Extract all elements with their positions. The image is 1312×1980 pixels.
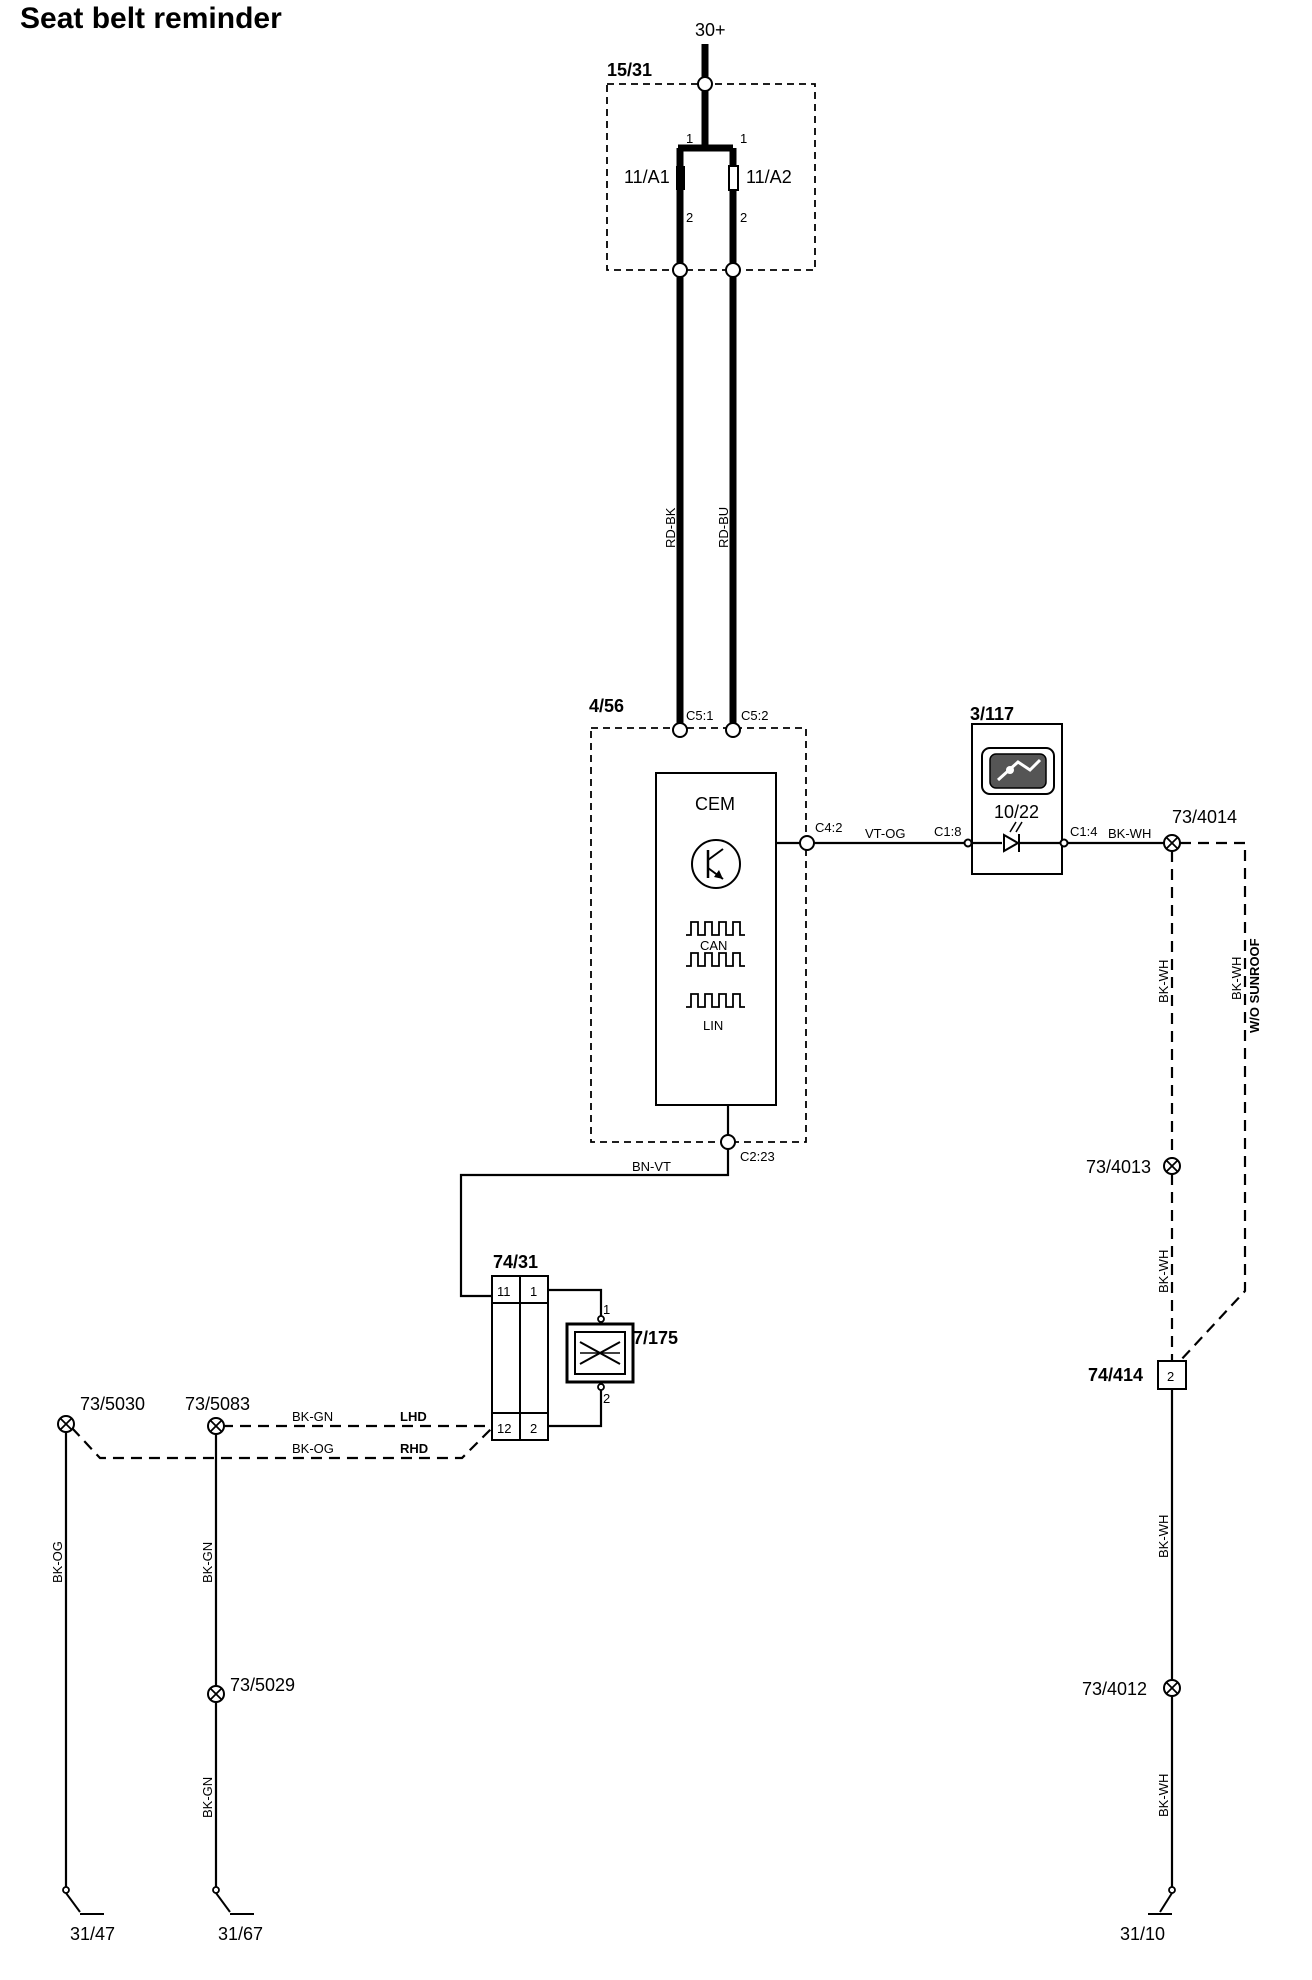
cem-module [655,772,777,1106]
fuse-a1-pin2: 2 [686,210,693,225]
seat-sensor-icon [565,1322,635,1384]
sensor-pin2: 2 [603,1391,610,1406]
indicator-label: 10/22 [994,802,1039,822]
can-wave-icon [686,921,745,967]
connector-pin-2: 2 [530,1421,537,1436]
lin-label: LIN [703,1018,723,1033]
splice-73-4014 [1163,834,1181,852]
led-icon [972,821,1062,853]
switch-c1-8-node [963,838,973,848]
splice-73-5029-label: 73/5029 [230,1675,295,1695]
connector-74-31-label: 74/31 [493,1252,538,1272]
sensor-pin2-wire [548,1390,603,1428]
wire-bk-wh-5-label: BK-WH [1156,1774,1171,1817]
transistor-icon [691,839,741,889]
page-title: Seat belt reminder [20,2,282,35]
pin-c5-2: C5:2 [741,708,768,723]
fuse-box-label: 15/31 [607,60,652,80]
wire-bn-vt [459,1149,730,1298]
pin-c5-1: C5:1 [686,708,713,723]
fuse-a1-label: 11/A1 [624,167,670,187]
fuse-a1-pin1: 1 [686,131,693,146]
switch-box-label: 3/117 [970,704,1014,724]
splice-73-5030 [57,1415,75,1433]
connector-pin-11: 11 [497,1284,511,1299]
fuse-box-input-node [697,76,713,92]
seat-belt-indicator-icon [981,747,1055,795]
pin-c4-2: C4:2 [815,820,842,835]
ground-31-47-label: 31/47 [70,1924,115,1944]
pin-c2-23: C2:23 [740,1149,775,1164]
wire-bk-og-rhd [71,1427,493,1460]
wire-bk-og-rhd-label: BK-OG [292,1441,334,1456]
switch-module [971,723,1063,875]
wo-sunroof-label: W/O SUNROOF [1247,938,1262,1033]
sensor-pin1: 1 [603,1302,610,1317]
sensor-pin1-node [597,1315,605,1323]
wire-bk-og-left-label: BK-OG [50,1541,65,1583]
ground-31-67-icon [212,1886,254,1915]
wire-bk-gn-1-label: BK-GN [200,1542,215,1583]
splice-73-5029 [207,1685,225,1703]
lhd-label: LHD [400,1409,427,1424]
wire-bk-wh-4-label: BK-WH [1156,1515,1171,1558]
connector-pin-1: 1 [530,1284,537,1299]
switch-c1-4-node [1059,838,1069,848]
wire-bk-gn-2-label: BK-GN [200,1777,215,1818]
wire-bk-gn-lhd-label: BK-GN [292,1409,333,1424]
connector-74-414-label: 74/414 [1088,1365,1143,1385]
ground-31-67-label: 31/67 [218,1924,263,1944]
wire-bk-wh-sunroof [1179,841,1247,1362]
splice-73-4013 [1163,1157,1181,1175]
fuse-a2-output-node [725,262,741,278]
sensor-label: 7/175 [633,1328,678,1348]
splice-73-4012 [1163,1679,1181,1697]
wire-bk-wh-2-label: BK-WH [1156,960,1171,1003]
fuse-a1-element [676,166,685,190]
pin-c1-4: C1:4 [1070,824,1097,839]
wire-bn-vt-label: BN-VT [632,1159,671,1174]
pin-c1-8: C1:8 [934,824,961,839]
fuse-box-outline [606,83,816,271]
ground-31-10-label: 31/10 [1120,1924,1165,1944]
wire-vt-og-label: VT-OG [865,826,905,841]
wire-bk-wh-3-label: BK-WH [1156,1250,1171,1293]
rhd-label: RHD [400,1441,428,1456]
cem-label: CEM [695,794,735,814]
wire-bk-wh-1-label: BK-WH [1108,826,1151,841]
cem-c5-1-node [672,722,688,738]
cem-c5-2-node [725,722,741,738]
splice-73-4013-label: 73/4013 [1086,1157,1151,1177]
fuse-a2-pin2: 2 [740,210,747,225]
splice-73-5083-label: 73/5083 [185,1394,250,1414]
connector-pin-12: 12 [497,1421,511,1436]
fuse-a1-output-node [672,262,688,278]
supply-label: 30+ [695,20,726,40]
fuse-a2-label: 11/A2 [746,167,792,187]
wire-rd-bk-label: RD-BK [663,507,678,548]
wire-rd-bu-label: RD-BU [716,507,731,548]
wire-bk-wh-sunroof-label: BK-WH [1229,957,1244,1000]
splice-73-5030-label: 73/5030 [80,1394,145,1414]
splice-73-4014-label: 73/4014 [1172,807,1237,827]
splice-73-4012-label: 73/4012 [1082,1679,1147,1699]
ground-31-10-icon [1148,1886,1176,1915]
fuse-a2-element [728,165,739,191]
fuse-a2-pin1: 1 [740,131,747,146]
cem-c2-23-node [720,1134,736,1150]
cem-c4-2-node [799,835,815,851]
sensor-pin2-node [597,1383,605,1391]
sensor-pin1-wire [548,1288,603,1316]
ground-31-47-icon [62,1886,104,1915]
connector-74-414-pin: 2 [1167,1369,1174,1384]
can-label: CAN [700,938,727,953]
cem-box-label: 4/56 [589,696,624,716]
lin-wave-icon [686,993,745,1008]
splice-73-5083 [207,1417,225,1435]
cem-box-outline [590,727,807,1143]
